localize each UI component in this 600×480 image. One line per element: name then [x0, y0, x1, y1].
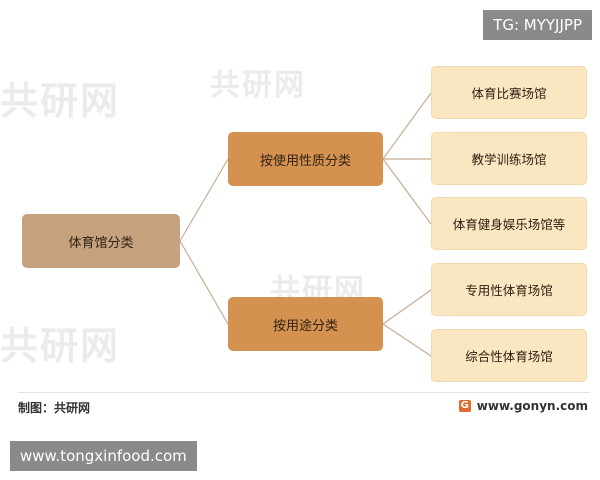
edge-branch-2-to-leaf-4: [382, 289, 432, 325]
edge-branch-1-to-leaf-3: [382, 158, 432, 225]
leaf-node: 综合性体育场馆: [431, 329, 587, 382]
root-node: 体育馆分类: [22, 214, 180, 268]
footer-divider: [18, 392, 590, 393]
branch-node-purpose: 按用途分类: [228, 297, 383, 351]
edge-branch-2-to-leaf-5: [382, 323, 432, 357]
gonyn-logo-icon: G: [458, 400, 471, 412]
leaf-node: 教学训练场馆: [431, 132, 587, 185]
tg-tag: TG: MYYJJPP: [483, 10, 592, 40]
watermark: 共研网: [0, 79, 121, 123]
watermark: 共研网: [210, 68, 306, 103]
leaf-node: 体育健身娱乐场馆等: [431, 197, 587, 250]
brand-footer[interactable]: G www.gonyn.com: [458, 399, 588, 413]
branch-node-usage-nature: 按使用性质分类: [228, 132, 383, 186]
source-caption: 制图：共研网: [18, 401, 91, 415]
brand-url[interactable]: www.gonyn.com: [476, 399, 588, 413]
watermark: 共研网: [0, 324, 121, 368]
leaf-node: 体育比赛场馆: [431, 66, 587, 119]
edge-root-to-branch-1: [179, 158, 229, 242]
site-tag[interactable]: www.tongxinfood.com: [10, 441, 197, 471]
edge-branch-1-to-leaf-1: [382, 92, 432, 160]
edge-root-to-branch-2: [179, 240, 229, 325]
leaf-node: 专用性体育场馆: [431, 263, 587, 316]
